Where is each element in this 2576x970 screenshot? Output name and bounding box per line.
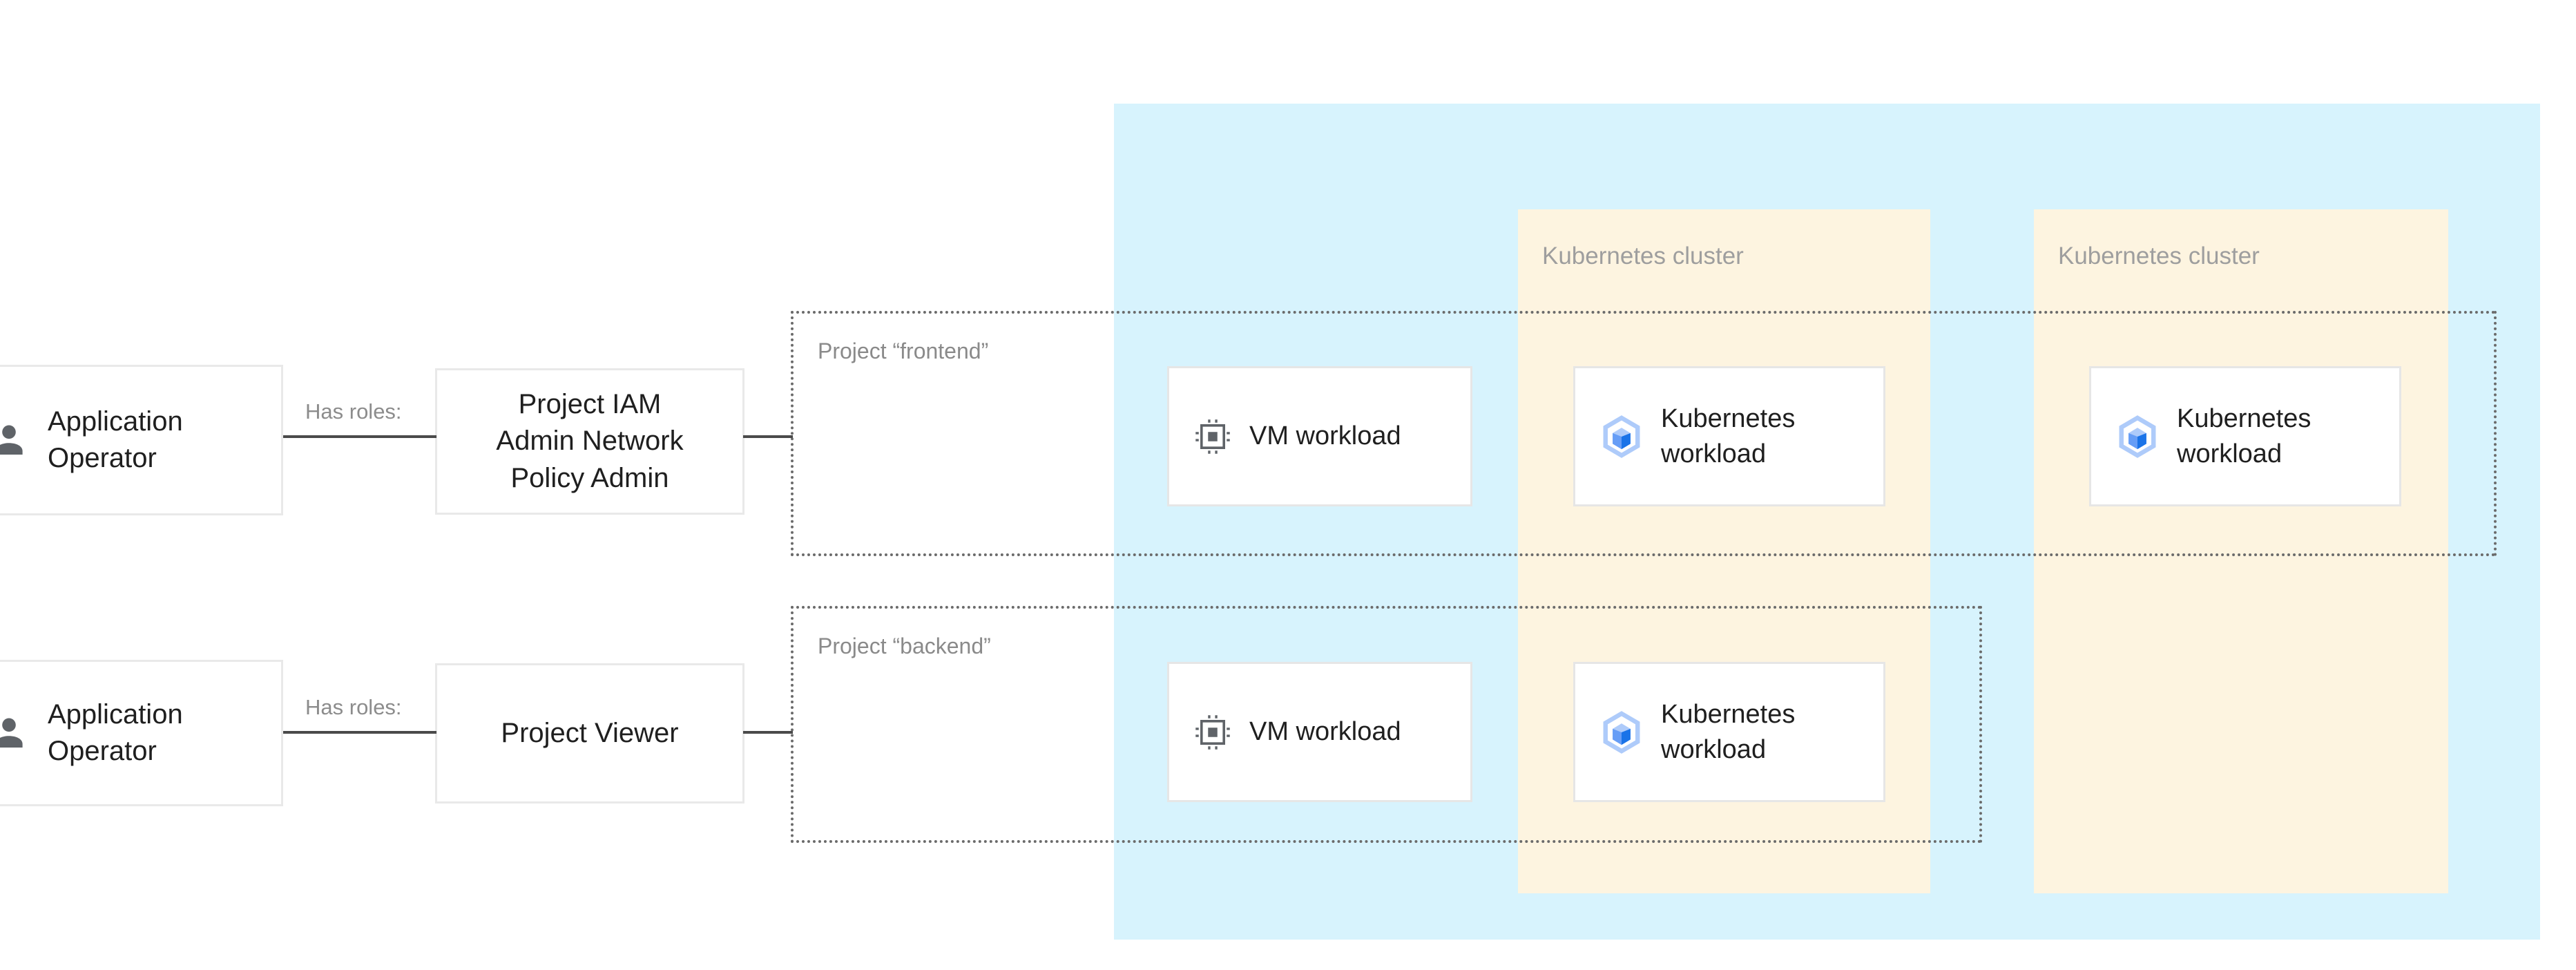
connector-actor-to-role	[283, 731, 436, 734]
person-icon	[0, 421, 28, 459]
vm-workload-label: VM workload	[1249, 717, 1401, 747]
kubernetes-cube-icon	[2116, 415, 2159, 458]
project-label: Project “frontend”	[818, 339, 989, 363]
role-label: Project Viewer	[501, 717, 679, 748]
cluster-label: Kubernetes cluster	[1542, 242, 1744, 269]
kubernetes-cube-icon	[1600, 710, 1643, 754]
actor-card-application-operator-1[interactable]: Application Operator	[0, 365, 283, 515]
cpu-chip-icon	[1194, 714, 1231, 751]
connector-actor-to-role	[283, 435, 436, 438]
vm-workload-card[interactable]: VM workload	[1167, 366, 1472, 506]
actor-label: Application Operator	[48, 406, 183, 473]
kubernetes-cube-icon	[1600, 415, 1643, 458]
project-backend-boundary: Project “backend”	[791, 606, 1982, 843]
role-card-project-viewer[interactable]: Project Viewer	[435, 663, 744, 803]
cluster-label: Kubernetes cluster	[2058, 242, 2260, 269]
has-roles-caption: Has roles:	[305, 399, 402, 424]
project-label: Project “backend”	[818, 634, 991, 658]
has-roles-caption: Has roles:	[305, 695, 402, 719]
actor-label: Application Operator	[48, 698, 183, 766]
project-frontend-boundary: Project “frontend”	[791, 311, 2497, 556]
kubernetes-cluster-2: Kubernetes cluster	[2034, 209, 2448, 893]
person-icon	[0, 714, 28, 752]
cpu-chip-icon	[1194, 418, 1231, 455]
actor-card-application-operator-2[interactable]: Application Operator	[0, 660, 283, 806]
vm-workload-label: VM workload	[1249, 421, 1401, 451]
vm-workload-card[interactable]: VM workload	[1167, 662, 1472, 802]
connector-role-to-project	[743, 731, 793, 734]
connector-role-to-project	[743, 435, 793, 438]
